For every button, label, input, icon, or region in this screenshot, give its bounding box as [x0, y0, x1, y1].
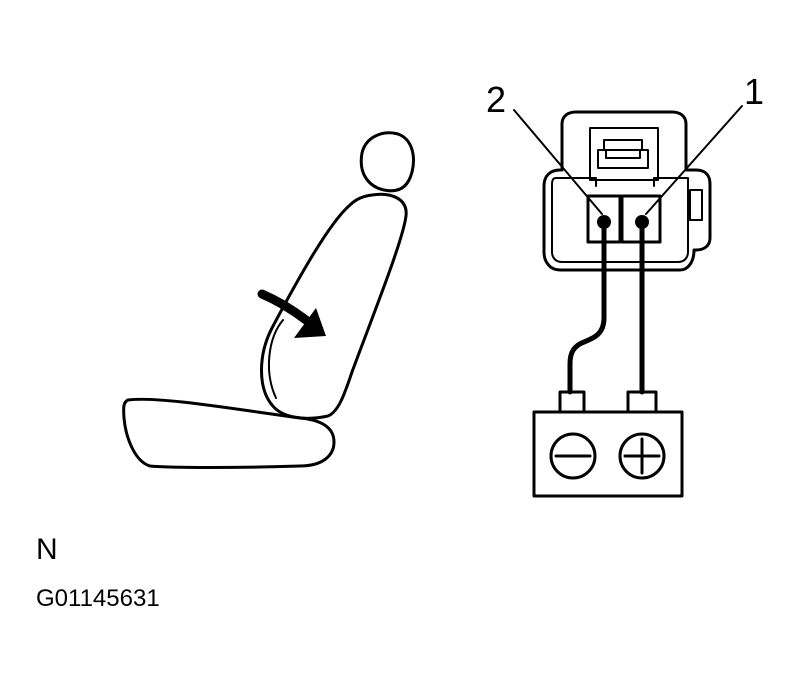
terminal-label-1: 1: [744, 71, 764, 112]
seat-motion-arrowhead: [294, 308, 326, 338]
connector-housing: [542, 110, 712, 272]
view-code: N: [36, 533, 58, 566]
connector: [542, 110, 712, 272]
negative-symbol-icon: [549, 432, 597, 480]
connector-latch: [597, 149, 649, 169]
wire-negative: [567, 219, 607, 395]
battery-case: [532, 410, 684, 498]
battery-terminal-negative: [558, 390, 586, 414]
connector-housing-inner: [551, 177, 689, 263]
seat-headrest: [359, 131, 415, 193]
connector-shoulder-left: [569, 177, 597, 187]
positive-symbol-icon: [618, 432, 666, 480]
leader-line-terminal-2: [513, 109, 603, 215]
seat-lumbar-bulge: [267, 319, 284, 399]
figure-id: G01145631: [36, 585, 160, 612]
battery: [532, 390, 684, 498]
seat-illustration: [122, 131, 415, 469]
connector-latch-top: [603, 139, 643, 151]
terminal-label-2: 2: [486, 79, 506, 120]
terminal-labels: 2 1: [486, 71, 764, 215]
seat-motion-arrow: [257, 289, 311, 325]
seat-cushion: [122, 397, 336, 469]
battery-terminal-positive: [626, 390, 658, 414]
connector-side-tab: [689, 189, 703, 221]
test-leads: [567, 219, 645, 395]
leader-line-terminal-1: [645, 105, 743, 215]
connector-shoulder-right: [653, 177, 677, 187]
connector-latch-frame: [589, 127, 659, 181]
